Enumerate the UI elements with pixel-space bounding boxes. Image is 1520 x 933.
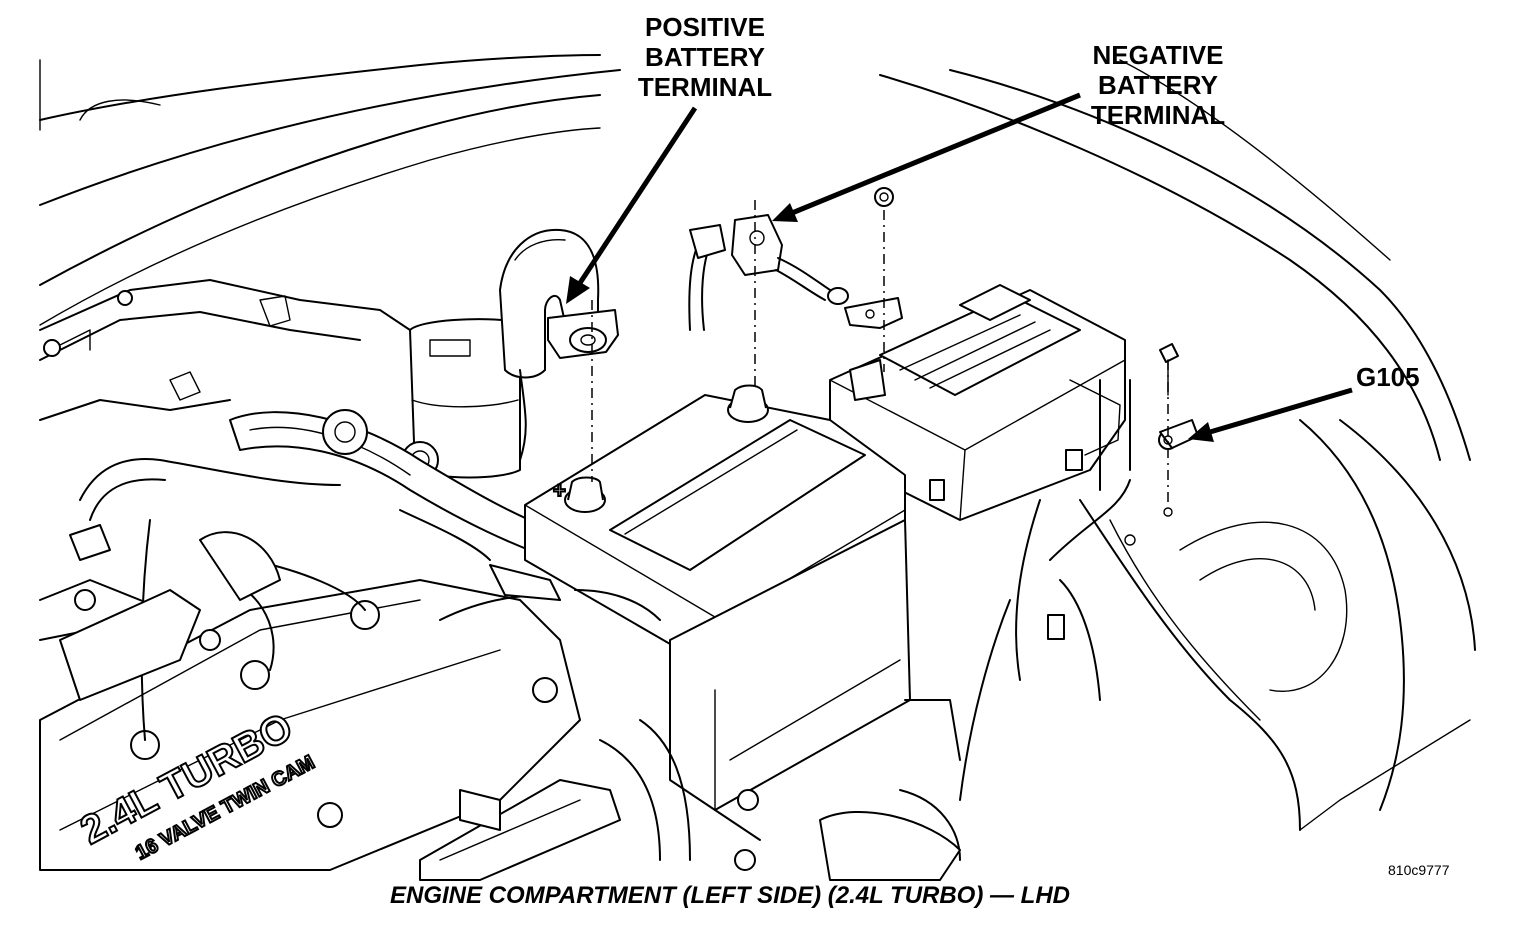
positive-label-line-3: TERMINAL — [637, 72, 773, 102]
ground-g105-label: G105 — [1356, 362, 1420, 392]
coolant-reservoir — [401, 318, 521, 479]
positive-terminal-label: POSITIVE BATTERY TERMINAL — [632, 12, 778, 102]
bolt-fastener — [874, 187, 894, 207]
g105-arrow — [1209, 387, 1353, 435]
positive-label-line-1: POSITIVE — [645, 12, 765, 42]
negative-terminal-arrow — [791, 92, 1081, 216]
radiator-support — [39, 279, 411, 421]
negative-terminal-label: NEGATIVE BATTERY TERMINAL — [1083, 40, 1233, 130]
ground-stud-g105 — [1124, 343, 1199, 546]
fender-panel — [879, 59, 1476, 831]
power-distribution-center — [829, 284, 1131, 521]
g105-arrow-head — [1188, 422, 1214, 442]
hood-panel — [39, 54, 621, 326]
diagram-caption: ENGINE COMPARTMENT (LEFT SIDE) (2.4L TUR… — [390, 882, 1071, 909]
positive-arrow-head — [566, 276, 590, 304]
positive-terminal-arrow — [575, 106, 698, 288]
fuel-rail — [419, 719, 961, 881]
alignment-lines — [591, 200, 1169, 505]
negative-cable — [688, 214, 903, 331]
negative-label-line-2: BATTERY — [1098, 70, 1218, 100]
callout-arrows — [566, 92, 1353, 442]
figure-id: 810c9777 — [1388, 862, 1450, 878]
battery-polarity-label: + — [553, 478, 566, 503]
negative-arrow-head — [772, 203, 798, 222]
negative-label-line-3: TERMINAL — [1090, 100, 1226, 130]
battery: + — [524, 384, 961, 841]
positive-label-line-2: BATTERY — [645, 42, 765, 72]
wire-harness — [899, 479, 1131, 861]
positive-cable-boot — [499, 228, 619, 461]
negative-label-line-1: NEGATIVE — [1092, 40, 1224, 70]
ignition-wires — [39, 458, 661, 741]
